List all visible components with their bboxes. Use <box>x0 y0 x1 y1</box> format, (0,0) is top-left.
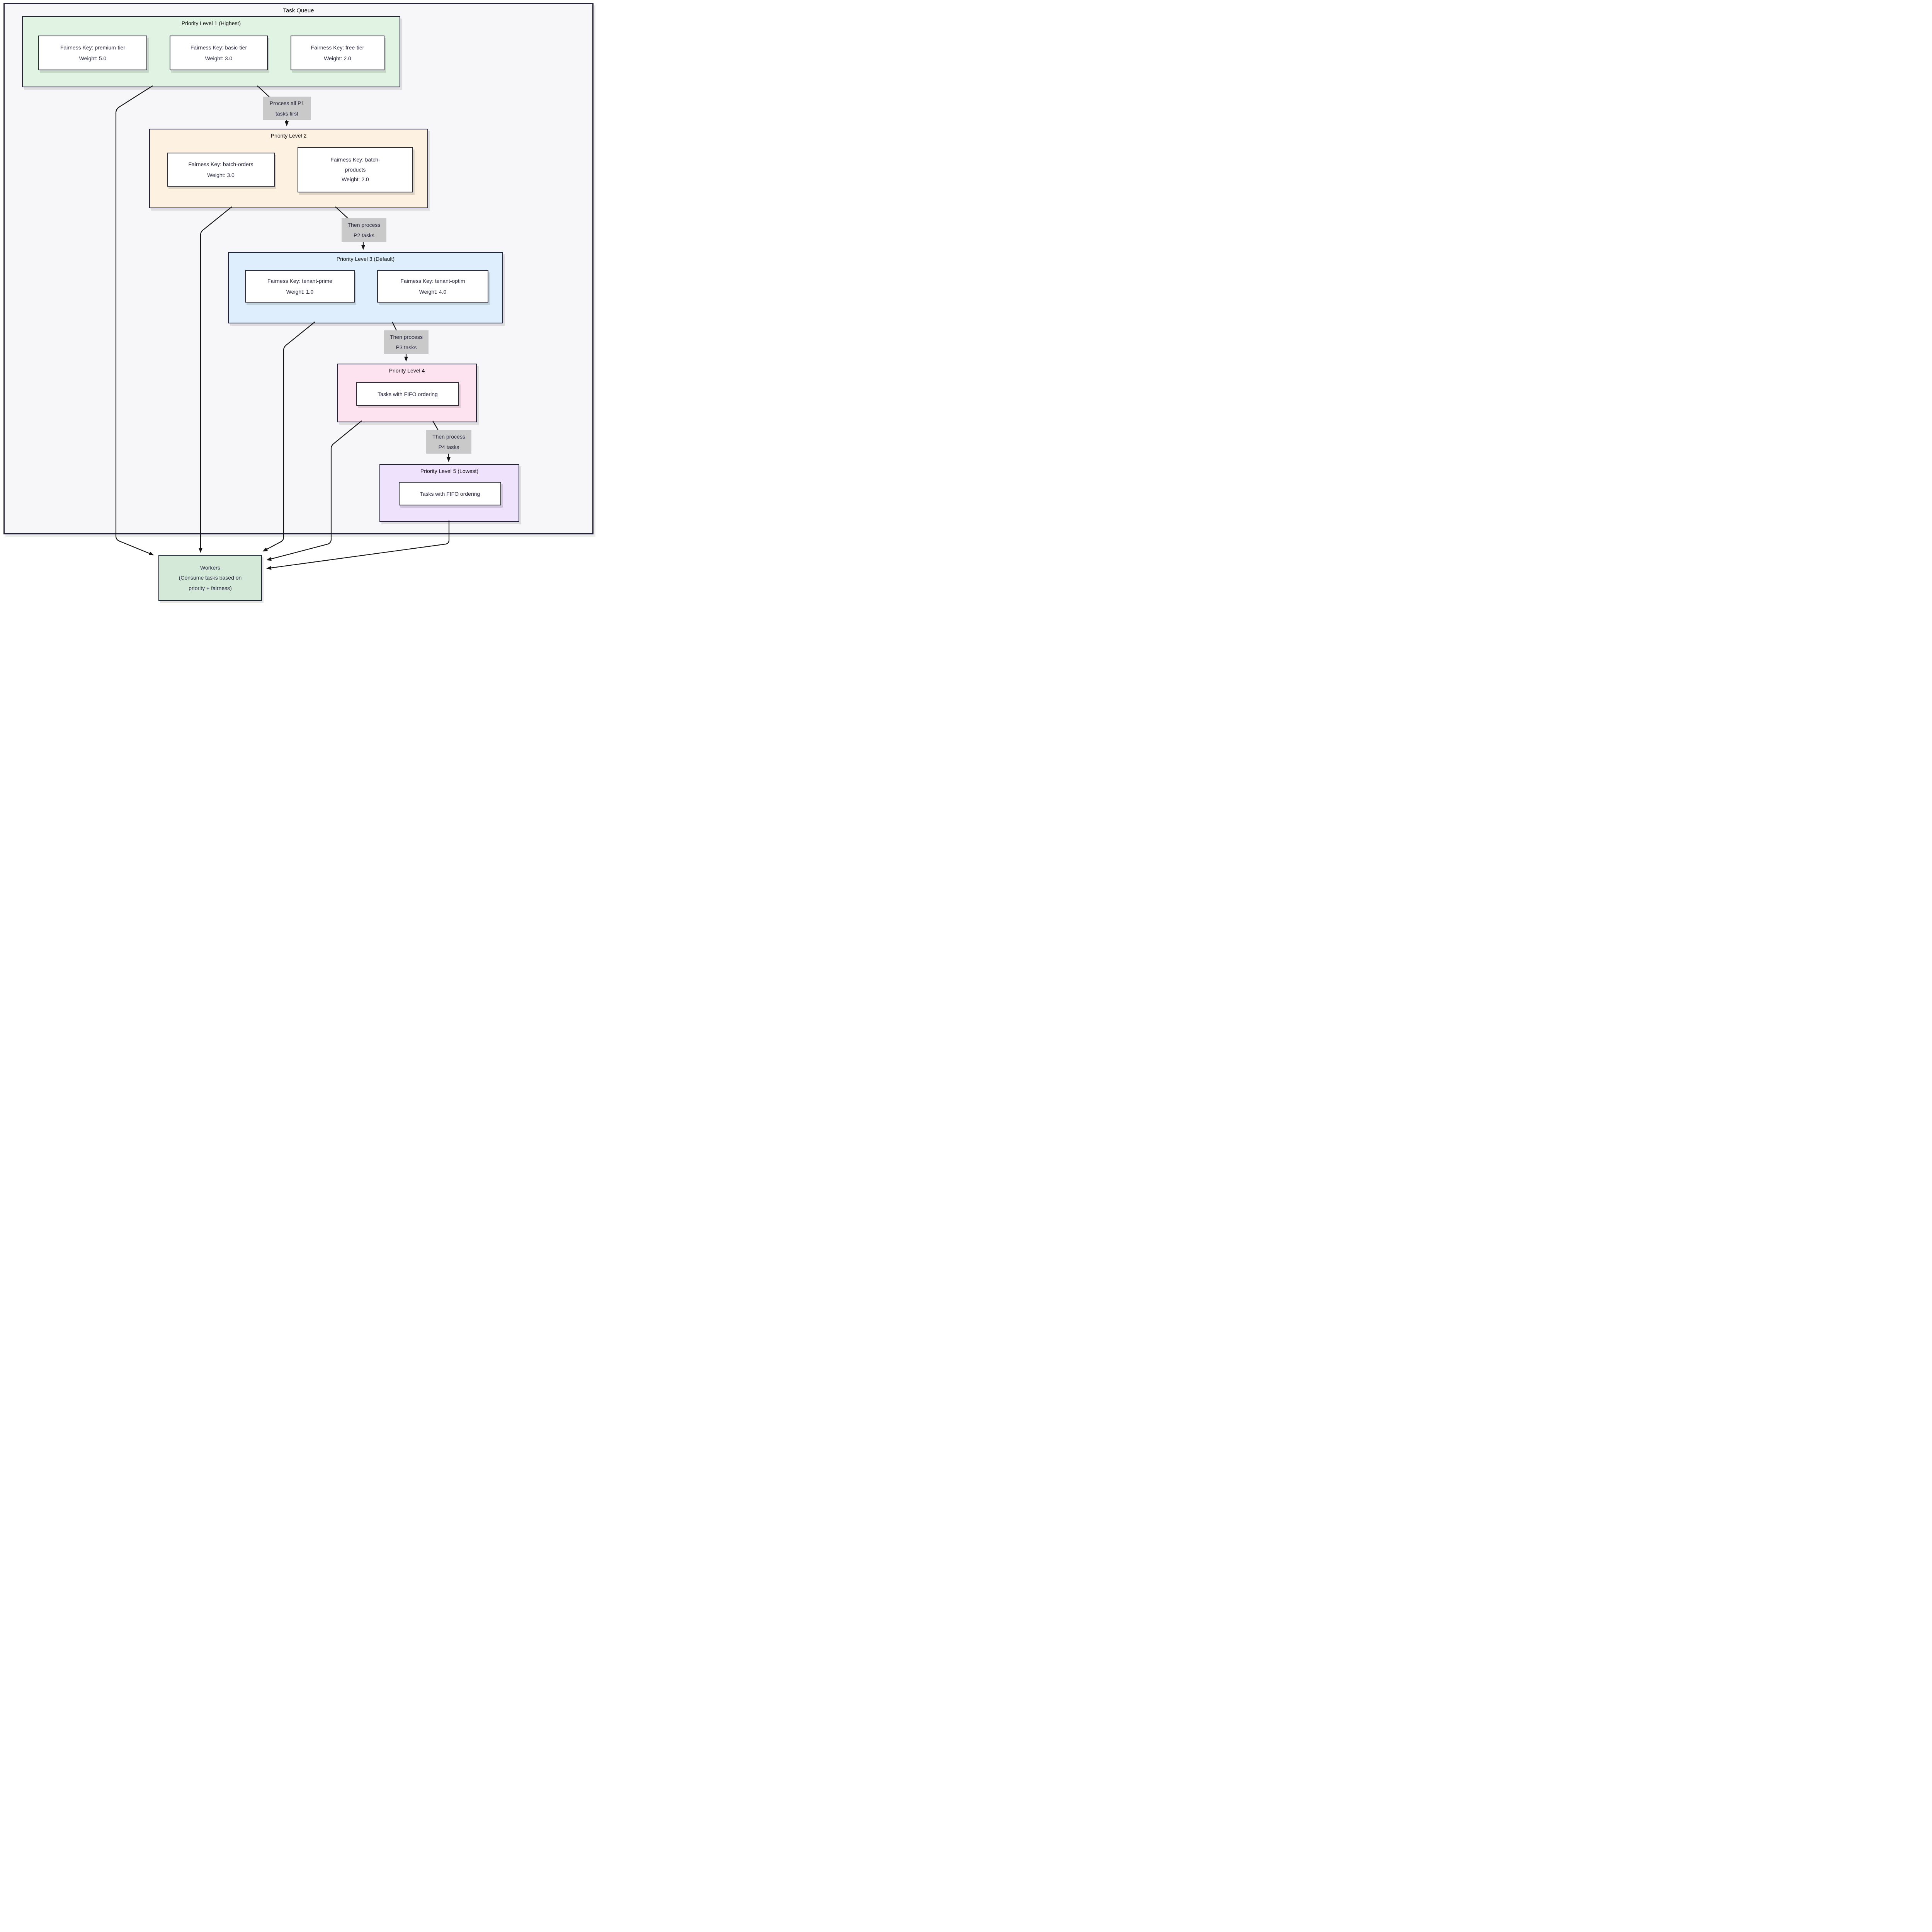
edge-label-process-p4-line2: P4 tasks <box>438 444 459 450</box>
edge-label-process-p4-line1: Then process <box>432 434 465 440</box>
node-workers: Workers (Consume tasks based on priority… <box>158 555 262 601</box>
node-p4-fifo: Tasks with FIFO ordering <box>356 382 459 406</box>
edge-label-process-p3-line1: Then process <box>390 334 423 340</box>
node-batch-orders-weight: Weight: 3.0 <box>207 172 235 178</box>
node-tenant-prime: Fairness Key: tenant-prime Weight: 1.0 <box>245 270 355 303</box>
node-free-tier-weight: Weight: 2.0 <box>324 55 351 61</box>
node-p5-fifo: Tasks with FIFO ordering <box>399 482 501 505</box>
node-tenant-prime-key: Fairness Key: tenant-prime <box>267 278 333 284</box>
node-batch-products-weight: Weight: 2.0 <box>342 176 369 183</box>
priority-level-2-box: Priority Level 2 Fairness Key: batch-ord… <box>149 129 428 208</box>
edge-label-process-p2-line2: P2 tasks <box>354 232 374 238</box>
node-premium-tier-weight: Weight: 5.0 <box>79 55 107 61</box>
node-workers-title: Workers <box>200 564 220 571</box>
priority-level-5-title: Priority Level 5 (Lowest) <box>420 468 479 474</box>
node-premium-tier-key: Fairness Key: premium-tier <box>60 44 126 51</box>
edge-label-process-p2: Then process P2 tasks <box>342 218 386 242</box>
node-tenant-prime-weight: Weight: 1.0 <box>286 289 314 295</box>
node-batch-orders: Fairness Key: batch-orders Weight: 3.0 <box>167 153 275 187</box>
node-p4-fifo-label: Tasks with FIFO ordering <box>378 391 438 397</box>
priority-level-1-title: Priority Level 1 (Highest) <box>181 20 241 26</box>
edge-label-process-p1-line1: Process all P1 <box>269 100 304 106</box>
edge-label-process-p1: Process all P1 tasks first <box>263 97 311 121</box>
node-basic-tier: Fairness Key: basic-tier Weight: 3.0 <box>170 36 268 70</box>
node-tenant-optim-weight: Weight: 4.0 <box>419 289 447 295</box>
node-basic-tier-weight: Weight: 3.0 <box>205 55 233 61</box>
priority-level-5-box: Priority Level 5 (Lowest) Tasks with FIF… <box>379 464 519 522</box>
edge-label-process-p4: Then process P4 tasks <box>426 430 471 454</box>
edge-label-process-p2-line1: Then process <box>347 222 381 228</box>
node-free-tier-key: Fairness Key: free-tier <box>311 44 364 51</box>
node-tenant-optim-key: Fairness Key: tenant-optim <box>400 278 465 284</box>
priority-level-4-title: Priority Level 4 <box>389 367 425 374</box>
priority-level-3-box: Priority Level 3 (Default) Fairness Key:… <box>228 252 503 323</box>
node-free-tier: Fairness Key: free-tier Weight: 2.0 <box>291 36 384 70</box>
node-workers-subtitle-2: priority + fairness) <box>189 585 232 591</box>
priority-level-4-box: Priority Level 4 Tasks with FIFO orderin… <box>337 364 477 422</box>
edge-label-process-p3: Then process P3 tasks <box>384 330 429 354</box>
node-premium-tier: Fairness Key: premium-tier Weight: 5.0 <box>38 36 147 70</box>
node-p5-fifo-label: Tasks with FIFO ordering <box>420 490 480 497</box>
node-batch-orders-key: Fairness Key: batch-orders <box>188 161 253 167</box>
diagram-title: Task Queue <box>283 7 314 14</box>
node-batch-products-key-2: products <box>345 166 366 173</box>
node-workers-subtitle-1: (Consume tasks based on <box>179 575 242 581</box>
priority-level-3-title: Priority Level 3 (Default) <box>336 256 395 262</box>
edge-label-process-p1-line2: tasks first <box>275 110 299 117</box>
priority-level-1-box: Priority Level 1 (Highest) Fairness Key:… <box>22 16 400 87</box>
node-batch-products-key-1: Fairness Key: batch- <box>330 156 380 163</box>
node-tenant-optim: Fairness Key: tenant-optim Weight: 4.0 <box>377 270 488 303</box>
edge-label-process-p3-line2: P3 tasks <box>396 344 417 350</box>
node-basic-tier-key: Fairness Key: basic-tier <box>190 44 247 51</box>
flowchart-canvas: Task Queue Priority Level 1 (Highest) Fa… <box>0 0 596 601</box>
priority-level-2-title: Priority Level 2 <box>270 133 307 139</box>
node-batch-products: Fairness Key: batch- products Weight: 2.… <box>298 147 413 192</box>
